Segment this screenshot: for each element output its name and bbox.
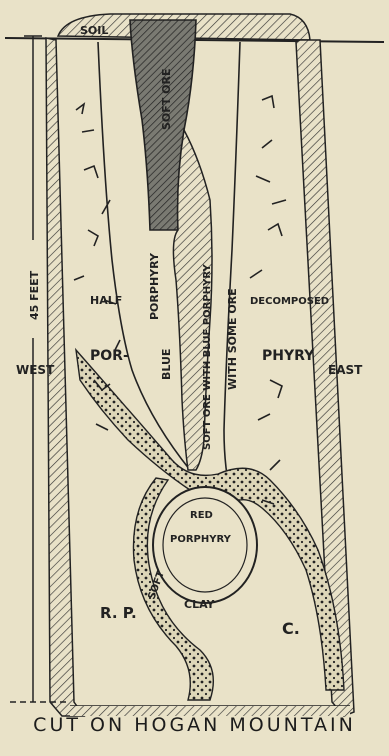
label-blue: BLUE bbox=[160, 349, 173, 380]
label-porphyry-lower: PORPHYRY bbox=[170, 534, 232, 545]
label-rp: R. P. bbox=[100, 604, 137, 622]
label-soil: SOIL bbox=[80, 24, 108, 37]
label-depth: 45 FEET bbox=[28, 270, 41, 320]
label-clay: CLAY bbox=[184, 598, 216, 611]
label-west: WEST bbox=[16, 363, 55, 377]
label-soft-ore-blue: SOFT ORE WITH BLUE PORPHYRY bbox=[202, 264, 213, 450]
figure-caption: CUT ON HOGAN MOUNTAIN bbox=[0, 705, 389, 745]
label-decomposed: DECOMPOSED bbox=[250, 296, 329, 307]
boundary-line-right bbox=[224, 42, 240, 500]
label-porphyry-blue: PORPHYRY bbox=[148, 252, 161, 320]
label-c: C. bbox=[282, 619, 300, 638]
label-half: HALF bbox=[90, 294, 122, 307]
label-east: EAST bbox=[328, 363, 363, 377]
west-wall bbox=[46, 38, 84, 716]
label-red: RED bbox=[190, 510, 213, 521]
label-soft-ore-top: SOFT ORE bbox=[160, 69, 173, 130]
label-phyry: PHYRY bbox=[262, 348, 315, 364]
red-porphyry-boulder bbox=[153, 487, 257, 603]
label-por: POR- bbox=[90, 348, 129, 364]
label-with-some-ore: WITH SOME ORE bbox=[226, 288, 239, 390]
